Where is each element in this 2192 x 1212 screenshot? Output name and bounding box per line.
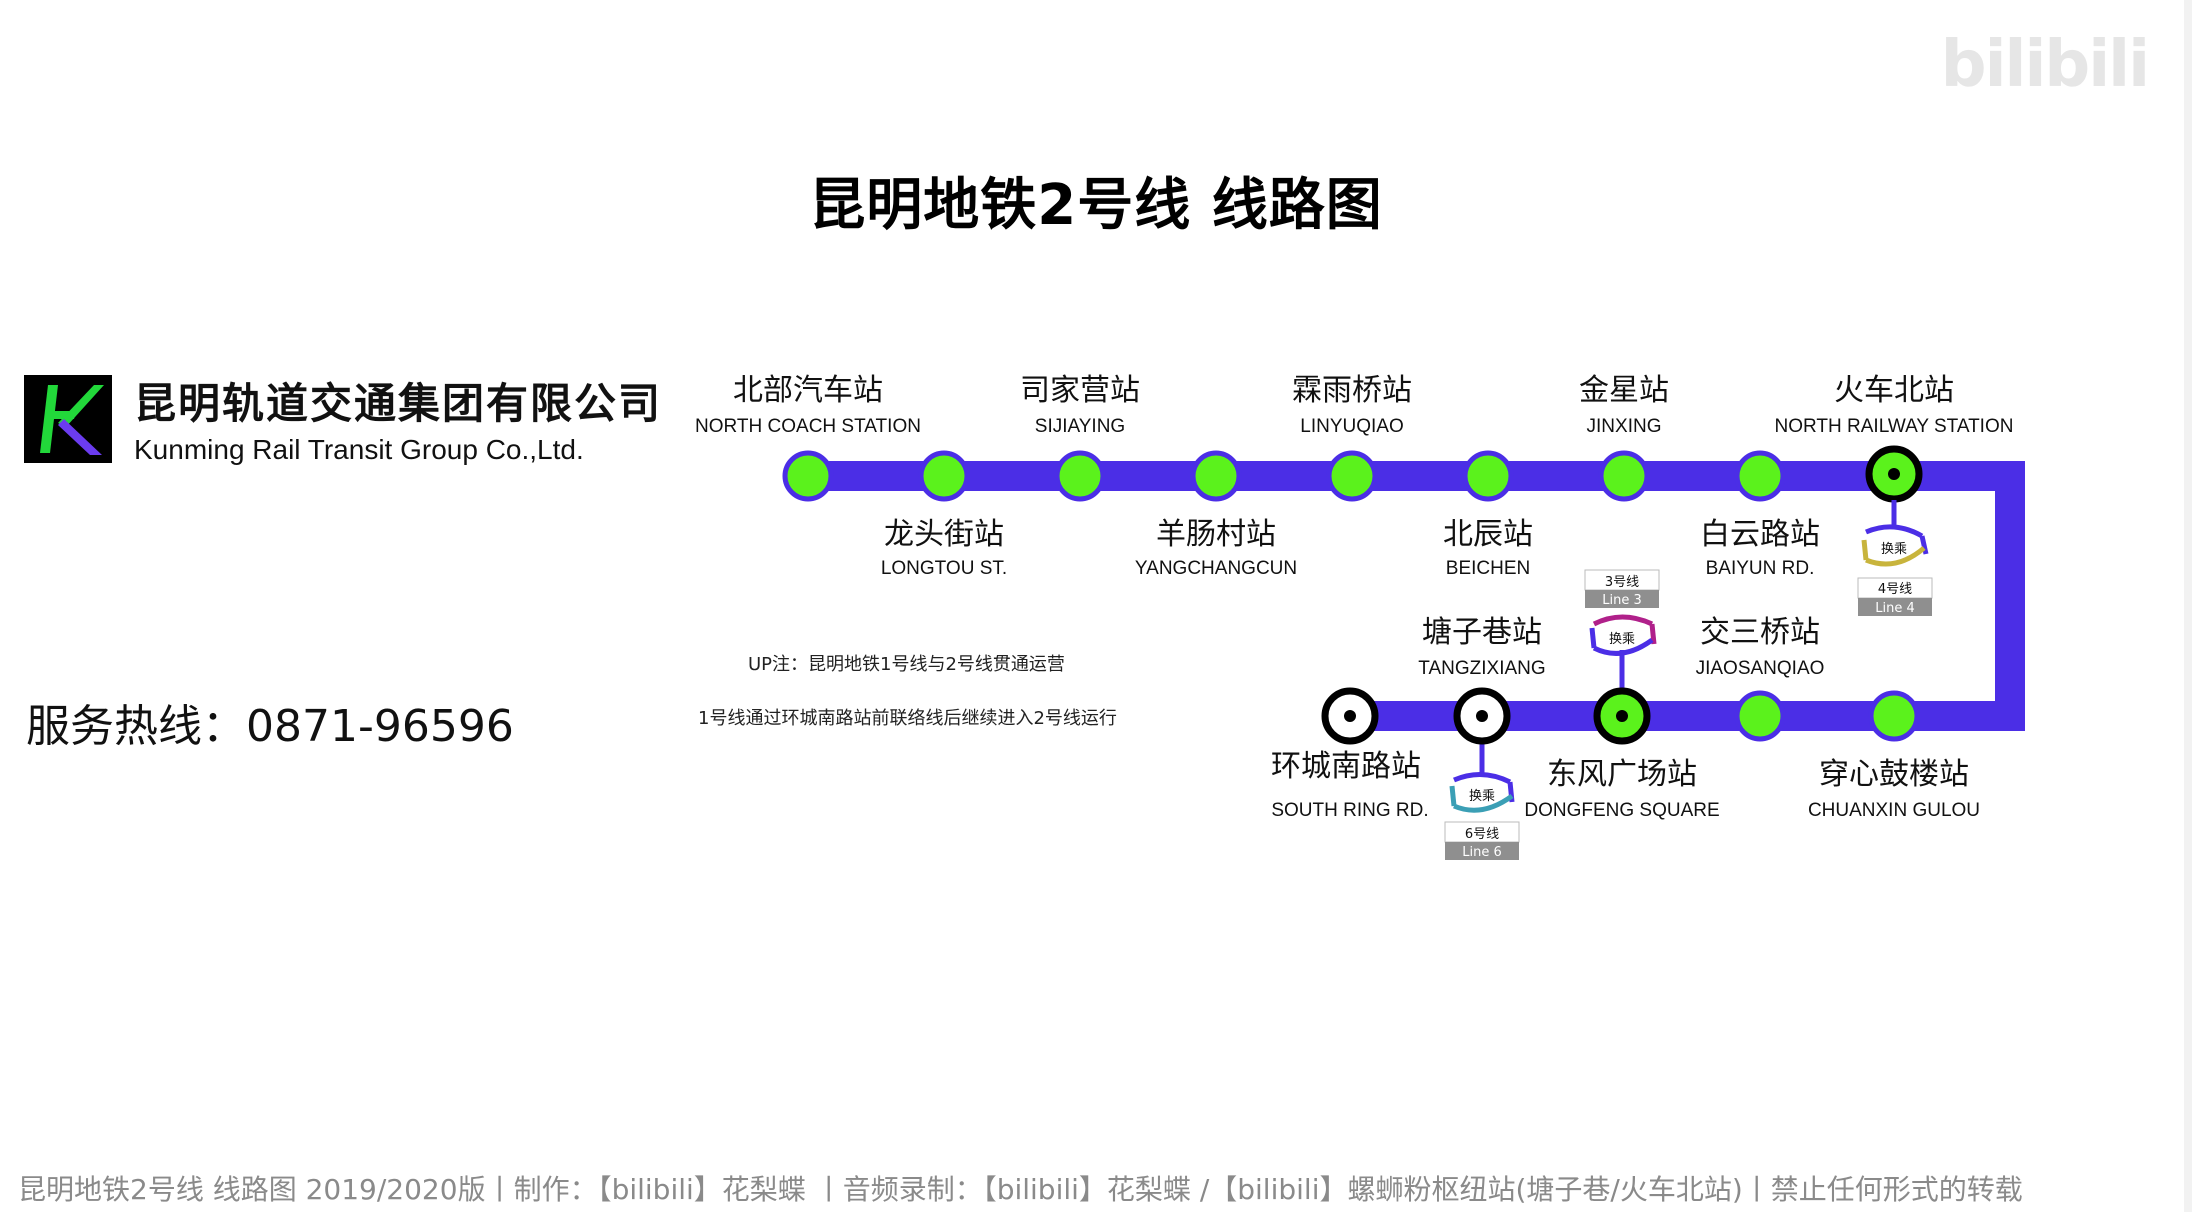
page-title: 昆明地铁2号线 线路图 (809, 173, 1383, 238)
svg-text:JINXING: JINXING (1587, 416, 1662, 437)
station-linyuqiao[interactable]: 霖雨桥站 LINYUQIAO (1292, 373, 1412, 502)
svg-text:羊肠村站: 羊肠村站 (1156, 517, 1276, 552)
right-edge-band (2184, 0, 2192, 1212)
svg-text:霖雨桥站: 霖雨桥站 (1292, 373, 1412, 408)
company-logo-icon (24, 375, 112, 463)
transfer-arrows-icon (1449, 772, 1515, 813)
svg-text:NORTH COACH STATION: NORTH COACH STATION (695, 416, 921, 437)
station-jinxing[interactable]: 金星站 JINXING (1579, 373, 1669, 502)
svg-text:BAIYUN RD.: BAIYUN RD. (1706, 558, 1815, 579)
svg-text:火车北站: 火车北站 (1834, 373, 1954, 408)
svg-text:环城南路站: 环城南路站 (1271, 749, 1421, 784)
svg-text:北部汽车站: 北部汽车站 (733, 373, 883, 408)
svg-text:北辰站: 北辰站 (1443, 517, 1533, 552)
svg-text:3号线: 3号线 (1605, 575, 1639, 590)
svg-text:Line 6: Line 6 (1462, 845, 1502, 860)
station-south-ring-rd[interactable]: 环城南路站 SOUTH RING RD. (1271, 687, 1429, 821)
station-north-coach[interactable]: 北部汽车站 NORTH COACH STATION (695, 373, 921, 502)
transfer-badge-line-6: 换乘 6号线 Line 6 (1444, 772, 1520, 860)
transfer-badge-line-3: 3号线 Line 3 换乘 (1584, 569, 1660, 656)
line-track (808, 461, 2025, 731)
transfer-arrows-icon (1861, 524, 1929, 567)
station-chuanxin-gulou[interactable]: 穿心鼓楼站 CHUANXIN GULOU (1808, 690, 1980, 821)
bilibili-watermark: bilibili (1940, 28, 2150, 102)
svg-text:6号线: 6号线 (1465, 827, 1499, 842)
svg-text:交三桥站: 交三桥站 (1700, 615, 1820, 650)
svg-text:JIAOSANQIAO: JIAOSANQIAO (1696, 658, 1825, 679)
svg-text:金星站: 金星站 (1579, 373, 1669, 408)
svg-text:白云路站: 白云路站 (1700, 517, 1820, 552)
svg-text:换乘: 换乘 (1609, 632, 1635, 647)
svg-text:换乘: 换乘 (1469, 789, 1495, 804)
svg-text:Line 4: Line 4 (1875, 601, 1915, 616)
station-baiyun-rd[interactable]: 白云路站 BAIYUN RD. (1700, 450, 1820, 579)
svg-text:TANGZIXIANG: TANGZIXIANG (1418, 658, 1545, 679)
note-line-1: UP注：昆明地铁1号线与2号线贯通运营 (748, 654, 1065, 675)
station-north-railway[interactable]: 火车北站 NORTH RAILWAY STATION (1775, 373, 2014, 503)
svg-text:NORTH RAILWAY STATION: NORTH RAILWAY STATION (1775, 416, 2014, 437)
svg-text:4号线: 4号线 (1878, 582, 1912, 597)
svg-text:YANGCHANGCUN: YANGCHANGCUN (1135, 558, 1297, 579)
transfer-arrows-icon (1589, 614, 1657, 656)
station-beichen[interactable]: 北辰站 BEICHEN (1443, 450, 1533, 579)
svg-text:Line 3: Line 3 (1602, 593, 1642, 608)
svg-text:LONGTOU ST.: LONGTOU ST. (881, 558, 1007, 579)
svg-text:SIJIAYING: SIJIAYING (1035, 416, 1125, 437)
company-name-en: Kunming Rail Transit Group Co.,Ltd. (134, 434, 584, 465)
station-dongfeng-square[interactable]: 东风广场站 DONGFENG SQUARE (1524, 650, 1720, 821)
svg-text:龙头街站: 龙头街站 (884, 517, 1004, 552)
svg-text:SOUTH RING RD.: SOUTH RING RD. (1271, 800, 1428, 821)
station-longtou-st[interactable]: 龙头街站 LONGTOU ST. (881, 450, 1007, 579)
footer-credits: 昆明地铁2号线 线路图 2019/2020版丨制作：【bilibili】花梨蝶 … (18, 1173, 2023, 1206)
station-jiaosanqiao[interactable]: 交三桥站 JIAOSANQIAO (1696, 615, 1825, 742)
svg-text:东风广场站: 东风广场站 (1547, 757, 1697, 792)
svg-text:塘子巷站: 塘子巷站 (1422, 615, 1542, 650)
svg-text:LINYUQIAO: LINYUQIAO (1300, 416, 1403, 437)
company-name-cn: 昆明轨道交通集团有限公司 (134, 379, 663, 428)
svg-text:CHUANXIN GULOU: CHUANXIN GULOU (1808, 800, 1980, 821)
service-hotline: 服务热线：0871-96596 (26, 701, 514, 752)
svg-text:司家营站: 司家营站 (1020, 373, 1140, 408)
svg-text:DONGFENG SQUARE: DONGFENG SQUARE (1524, 800, 1719, 821)
note-line-2: 1号线通过环城南路站前联络线后继续进入2号线运行 (698, 708, 1117, 729)
svg-text:穿心鼓楼站: 穿心鼓楼站 (1819, 757, 1969, 792)
svg-text:换乘: 换乘 (1881, 542, 1907, 557)
station-sijiaying[interactable]: 司家营站 SIJIAYING (1020, 373, 1140, 502)
transfer-badge-line-4: 换乘 4号线 Line 4 (1857, 500, 1933, 616)
station-tangzixiang[interactable]: 塘子巷站 TANGZIXIANG (1418, 615, 1546, 776)
station-yangchangcun[interactable]: 羊肠村站 YANGCHANGCUN (1135, 450, 1297, 579)
svg-text:BEICHEN: BEICHEN (1446, 558, 1530, 579)
